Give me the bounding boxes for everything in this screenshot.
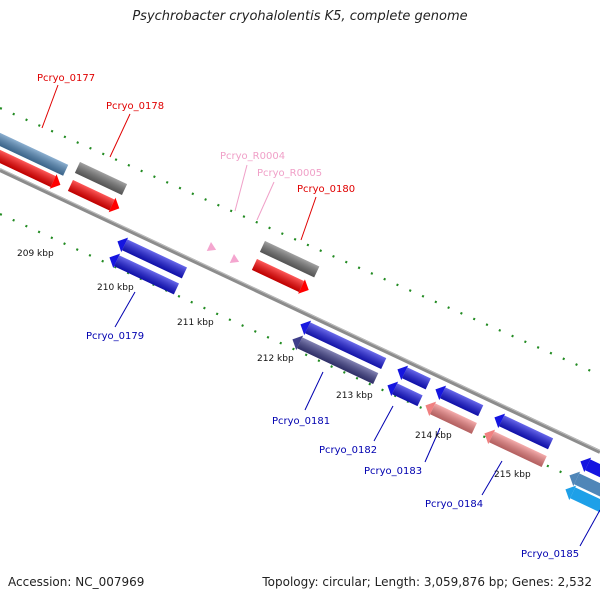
tick-label-215: 215 kbp	[494, 470, 531, 480]
label-leaders	[41, 84, 600, 547]
gene-label-pcryo-0185: Pcryo_0185	[521, 549, 579, 560]
gene-label-pcryo-r0005: Pcryo_R0005	[257, 168, 322, 179]
gene-pcryo-0181[interactable]	[289, 332, 379, 386]
gene-pcryo-0183a[interactable]	[432, 382, 484, 418]
gene-pcryo-r0004[interactable]	[206, 242, 218, 254]
gene-pcryo-0184[interactable]	[481, 426, 548, 469]
tick-label-210: 210 kbp	[97, 283, 134, 293]
gene-pcryo-0183[interactable]	[422, 398, 478, 435]
gene-pcryo-0182[interactable]	[384, 378, 423, 408]
gene-label-pcryo-0181: Pcryo_0181	[272, 416, 330, 427]
gene-label-pcryo-r0004: Pcryo_R0004	[220, 151, 285, 162]
gene-label-pcryo-0182: Pcryo_0182	[319, 445, 377, 456]
tick-label-214: 214 kbp	[415, 431, 452, 441]
gene-pcryo-r0005[interactable]	[229, 254, 241, 266]
gene-pcryo-0180b[interactable]	[251, 257, 312, 297]
gene-pcryo-0180[interactable]	[259, 241, 320, 278]
gene-pcryo-0185a[interactable]	[577, 454, 600, 489]
track-guides	[0, 106, 600, 491]
gene-pcryo-0179a[interactable]	[114, 234, 188, 280]
gene-pcryo-0179[interactable]	[106, 250, 180, 296]
gene-pcryo-0177[interactable]	[0, 130, 69, 176]
gene-label-pcryo-0183: Pcryo_0183	[364, 466, 422, 477]
tick-label-213: 213 kbp	[336, 391, 373, 401]
gene-label-pcryo-0177: Pcryo_0177	[37, 73, 95, 84]
gene-label-pcryo-0180: Pcryo_0180	[297, 184, 355, 195]
gene-pcryo-0185b[interactable]	[566, 468, 600, 503]
gene-pcryo-0178[interactable]	[74, 162, 128, 195]
gene-pcryo-0177b[interactable]	[0, 146, 64, 192]
gene-pcryo-0182a[interactable]	[394, 362, 432, 391]
genome-summary-text: Topology: circular; Length: 3,059,876 bp…	[262, 575, 592, 589]
tick-label-209: 209 kbp	[17, 249, 54, 259]
gene-pcryo-0181a[interactable]	[297, 317, 387, 371]
gene-pcryo-0178b[interactable]	[67, 178, 123, 215]
tick-label-212: 212 kbp	[257, 354, 294, 364]
gene-label-pcryo-0179: Pcryo_0179	[86, 331, 144, 342]
tick-label-211: 211 kbp	[177, 318, 214, 328]
gene-pcryo-0184a[interactable]	[491, 410, 554, 451]
gene-label-pcryo-0184: Pcryo_0184	[425, 499, 483, 510]
accession-text: Accession: NC_007969	[8, 575, 145, 589]
gene-label-pcryo-0178: Pcryo_0178	[106, 101, 164, 112]
map-title: Psychrobacter cryohalolentis K5, complet…	[132, 9, 468, 24]
gene-pcryo-0185[interactable]	[562, 482, 600, 517]
genome-backbone	[0, 168, 600, 454]
